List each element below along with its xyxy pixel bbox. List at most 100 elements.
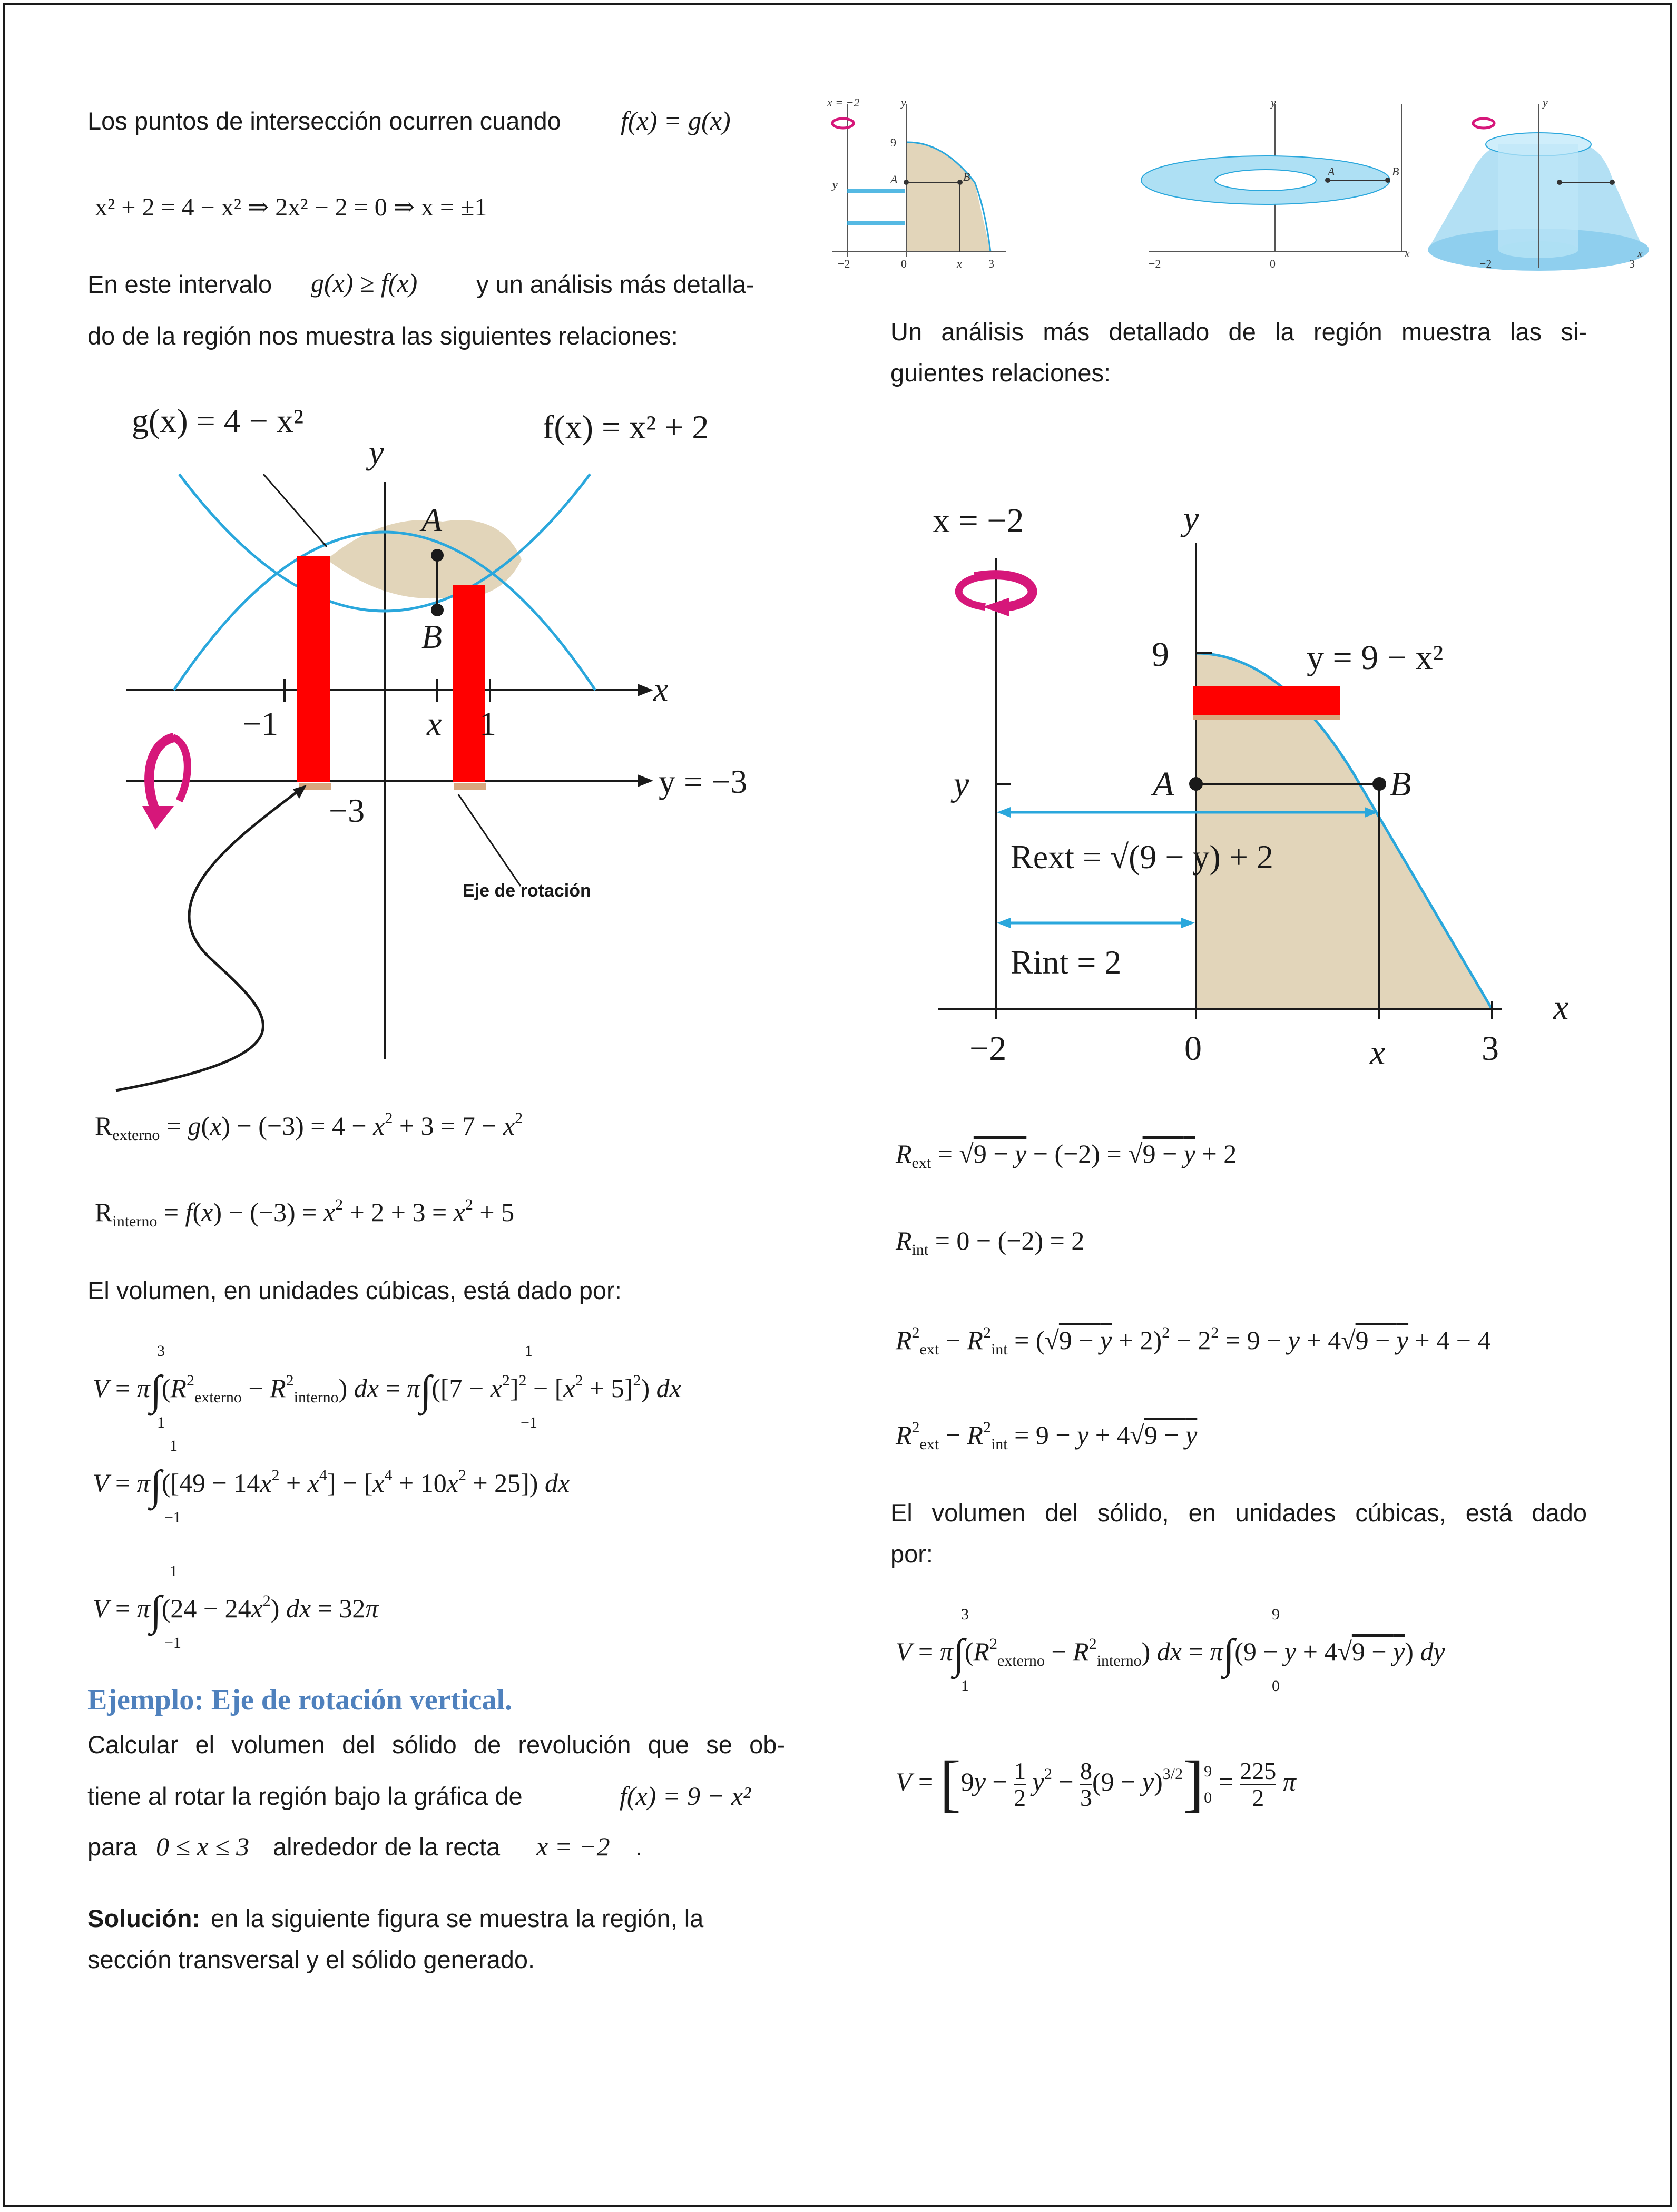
curve-g [172, 530, 597, 691]
intersection-text: Los puntos de intersección ocurren cuand… [87, 107, 561, 135]
tick-9: 9 [1152, 635, 1169, 674]
rotation-arrow-icon [142, 733, 191, 830]
figure-washer-vertical: x = −2 y 9 y = 9 − x² y A B Rext = √(9 −… [933, 499, 1568, 1072]
washer-rect-left [297, 556, 330, 782]
svg-text:x: x [1404, 247, 1410, 260]
tick-x: x [426, 705, 442, 742]
curve-f [178, 473, 591, 613]
analysis-line-2: guientes relaciones: [890, 359, 1111, 387]
svg-text:y: y [900, 96, 906, 109]
tick-0: 0 [1184, 1029, 1202, 1068]
svg-text:y: y [1542, 96, 1548, 109]
washer-rect-right [453, 585, 485, 782]
solution-line-2: sección transversal y el sólido generado… [87, 1945, 535, 1973]
volume-solid-line-1: El volumen del sólido, en unidades cúbic… [890, 1499, 1587, 1527]
thumbnail-cross-section: y A B −2 0 x [1141, 96, 1410, 270]
volume-equation-1: 3 1 1 −1 V = π∫(R2externo − R2interno) d… [93, 1342, 681, 1431]
solution-label: Solución: [87, 1904, 201, 1932]
example-interval: 0 ≤ x ≤ 3 [156, 1832, 250, 1861]
example-line-3b: alrededor de la recta [273, 1833, 501, 1861]
point-a [431, 549, 444, 562]
svg-text:B: B [963, 170, 970, 183]
equation-r-ext: Rext = √9 − y − (−2) = √9 − y + 2 [896, 1139, 1237, 1172]
label-r-ext: Rext = √(9 − y) + 2 [1011, 838, 1273, 876]
thumbnail-solid: y −2 3 x [1428, 96, 1649, 271]
tick-minus2: −2 [969, 1029, 1006, 1068]
label-y-axis: y [1180, 499, 1199, 538]
svg-text:y: y [1270, 96, 1276, 109]
label-f: f(x) = x² + 2 [543, 408, 709, 446]
washer-rect [1193, 686, 1340, 715]
example-line-2a: tiene al rotar la región bajo la gráfica… [87, 1782, 523, 1810]
svg-text:−2: −2 [838, 257, 850, 270]
equation-r-externo: Rexterno = g(x) − (−3) = 4 − x2 + 3 = 7 … [95, 1109, 523, 1144]
example-line-1: Calcular el volumen del sólido de revolu… [87, 1731, 785, 1758]
region-between-curves [327, 520, 522, 599]
page-border [3, 3, 1672, 2207]
tick-y: y [950, 765, 969, 803]
analysis-line-1: Un análisis más detallado de la región m… [890, 318, 1587, 346]
rotation-arrow-icon [955, 570, 1037, 616]
example-line-3a: para [87, 1833, 138, 1861]
example-period: . [635, 1833, 643, 1861]
svg-text:0: 0 [901, 257, 907, 270]
label-b: B [1390, 765, 1411, 803]
svg-text:B: B [1392, 165, 1399, 178]
label-x-axis: x [653, 671, 668, 708]
example-title: Ejemplo: Eje de rotación vertical. [87, 1684, 513, 1716]
interval-text-b: y un análisis más detalla- [476, 270, 754, 298]
intersection-condition: f(x) = g(x) [621, 106, 731, 135]
volume-equation-2: 1 −1 V = π∫([49 − 14x2 + x4] − [x4 + 10x… [93, 1437, 570, 1526]
solution-line-1: en la siguiente figura se muestra la reg… [211, 1904, 704, 1932]
region-under-curve [1196, 653, 1492, 1009]
curved-arrow [115, 789, 300, 1092]
thumbnail-region: x = −2 y 9 A B y −2 0 x 3 [827, 96, 1006, 270]
example-function: f(x) = 9 − x² [620, 1781, 751, 1811]
label-r-int: Rint = 2 [1011, 943, 1121, 981]
svg-text:A: A [1327, 165, 1335, 178]
svg-text:9: 9 [890, 136, 896, 149]
label-line-x-minus2: x = −2 [933, 502, 1024, 540]
tick-3: 3 [1482, 1029, 1499, 1068]
svg-text:−2: −2 [1149, 257, 1161, 270]
tick-minus3: −3 [329, 792, 365, 829]
svg-text:3: 3 [1629, 257, 1635, 270]
label-line-y-minus3: y = −3 [659, 763, 747, 800]
svg-text:x: x [956, 257, 962, 270]
curve-9-minus-x2 [1195, 652, 1494, 1010]
volume-intro: El volumen, en unidades cúbicas, está da… [87, 1276, 622, 1304]
figure-washer-horizontal: g(x) = 4 − x² f(x) = x² + 2 y A B x −1 x… [115, 402, 747, 1092]
interval-text-c: do de la región nos muestra las siguient… [87, 322, 678, 350]
equation-r-int: Rint = 0 − (−2) = 2 [896, 1226, 1085, 1259]
label-x-axis: x [1553, 988, 1568, 1027]
volume-solid-line-2: por: [890, 1540, 933, 1568]
label-a: A [419, 501, 443, 538]
label-g: g(x) = 4 − x² [132, 402, 303, 439]
equation-r-interno: Rinterno = f(x) − (−3) = x2 + 2 + 3 = x2… [95, 1196, 515, 1230]
equation-difference-2: R2ext − R2int = 9 − y + 4√9 − y [896, 1419, 1198, 1453]
svg-text:x: x [1637, 247, 1643, 260]
volume-solid-equation-1: 3 1 9 0 V = π∫(R2externo − R2interno) dx… [896, 1606, 1445, 1695]
equation-difference-1: R2ext − R2int = (√9 − y + 2)2 − 22 = 9 −… [896, 1324, 1491, 1358]
interval-text-a: En este intervalo [87, 270, 272, 298]
intersection-equation: x² + 2 = 4 − x² ⇒ 2x² − 2 = 0 ⇒ x = ±1 [95, 193, 487, 221]
tick-1: 1 [479, 705, 496, 742]
svg-text:x = −2: x = −2 [827, 96, 859, 109]
volume-equation-3: 1 −1 V = π∫(24 − 24x2) dx = 32π [93, 1562, 379, 1651]
svg-text:0: 0 [1270, 257, 1276, 270]
thumbnail-strip: x = −2 y 9 A B y −2 0 x 3 y A B −2 0 [827, 96, 1649, 271]
svg-text:A: A [889, 173, 898, 186]
example-axis: x = −2 [536, 1832, 610, 1861]
label-rotation-axis: Eje de rotación [463, 881, 591, 901]
tick-x: x [1369, 1034, 1385, 1072]
label-curve: y = 9 − x² [1307, 638, 1443, 677]
svg-text:y: y [831, 178, 838, 191]
point-b [431, 604, 444, 616]
label-a: A [1151, 765, 1174, 803]
interval-inequality: g(x) ≥ f(x) [311, 268, 418, 298]
label-y-axis: y [366, 434, 384, 471]
point-b [1372, 777, 1386, 791]
label-b: B [421, 618, 442, 655]
tick-minus1: −1 [242, 705, 278, 742]
